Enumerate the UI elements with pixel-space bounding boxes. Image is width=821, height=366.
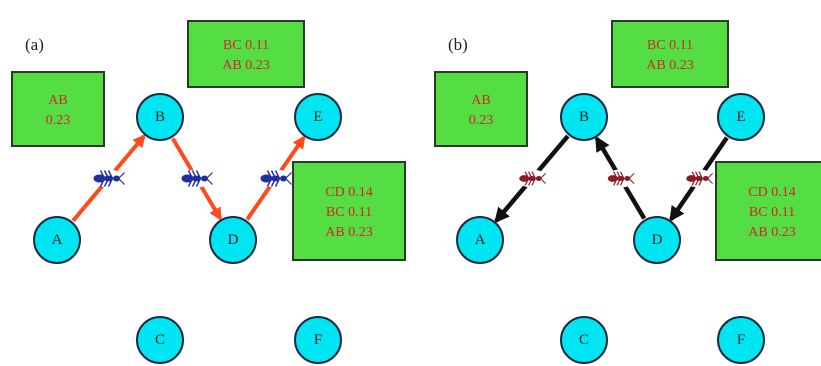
node-circle (294, 316, 342, 364)
node-label: A (52, 232, 63, 248)
routing-table-entry: AB 0.23 (222, 58, 269, 73)
node-circle (717, 93, 765, 141)
node-f: F (294, 316, 342, 364)
node-label: C (155, 332, 165, 348)
routing-table-entry: AB (48, 93, 67, 108)
edge-b-a (494, 134, 570, 224)
node-c: C (560, 316, 608, 364)
routing-table-d: CD 0.14 BC 0.11 AB 0.23 (292, 161, 406, 261)
node-label: D (228, 232, 239, 248)
routing-table-entry: AB (471, 93, 490, 108)
edge-d-b (594, 135, 647, 220)
node-label: F (314, 332, 322, 348)
node-f: F (717, 316, 765, 364)
node-circle (136, 93, 184, 141)
forward-ant-icon (260, 170, 292, 187)
routing-table-entry: BC 0.11 (749, 205, 795, 220)
node-circle (136, 316, 184, 364)
node-circle (456, 216, 504, 264)
routing-table-entry: CD 0.14 (325, 185, 372, 200)
routing-table-a: AB 0.23 (434, 71, 528, 147)
routing-table-box (715, 161, 821, 261)
node-circle (560, 316, 608, 364)
edge-a-b (71, 134, 146, 223)
node-circle (717, 316, 765, 364)
node-d: D (209, 216, 257, 264)
node-circle (209, 216, 257, 264)
routing-table-entry: 0.23 (469, 113, 494, 128)
routing-table-entry: BC 0.11 (223, 38, 269, 53)
node-circle (633, 216, 681, 264)
node-label: B (579, 109, 589, 125)
node-circle (560, 93, 608, 141)
backward-ant-icon (607, 171, 635, 186)
routing-table-a: AB 0.23 (11, 71, 105, 147)
node-label: D (652, 232, 663, 248)
routing-table-box (292, 161, 406, 261)
routing-table-entry: 0.23 (46, 113, 71, 128)
node-c: C (136, 316, 184, 364)
node-label: A (475, 232, 486, 248)
edge-e-d (669, 136, 729, 222)
node-d: D (633, 216, 681, 264)
node-e: E (717, 93, 765, 141)
routing-table-entry: AB 0.23 (325, 225, 372, 240)
forward-ant-icon (93, 170, 125, 187)
routing-table-d: CD 0.14 BC 0.11 AB 0.23 (715, 161, 821, 261)
node-a: A (456, 216, 504, 264)
routing-table-box (434, 71, 528, 147)
node-label: F (737, 332, 745, 348)
routing-table-b: BC 0.11 AB 0.23 (611, 20, 729, 88)
node-label: C (579, 332, 589, 348)
node-circle (294, 93, 342, 141)
routing-table-entry: AB 0.23 (646, 58, 693, 73)
edge-d-e (245, 135, 306, 221)
backward-ant-icon (519, 171, 546, 186)
edge-b-d (171, 137, 222, 221)
backward-ant-icon (686, 171, 713, 186)
panel-label-b: (b) (448, 35, 468, 54)
node-label: B (155, 109, 165, 125)
routing-table-box (611, 20, 729, 88)
routing-table-entry: BC 0.11 (647, 38, 693, 53)
routing-table-box (11, 71, 105, 147)
forward-ant-icon (181, 170, 213, 187)
routing-table-b: BC 0.11 AB 0.23 (187, 20, 305, 88)
node-label: E (736, 109, 745, 125)
routing-table-entry: CD 0.14 (748, 185, 795, 200)
node-circle (33, 216, 81, 264)
node-b: B (136, 93, 184, 141)
node-a: A (33, 216, 81, 264)
node-b: B (560, 93, 608, 141)
routing-table-entry: BC 0.11 (326, 205, 372, 220)
panel-label-a: (a) (25, 35, 44, 54)
routing-table-box (187, 20, 305, 88)
node-e: E (294, 93, 342, 141)
node-label: E (313, 109, 322, 125)
routing-table-entry: AB 0.23 (748, 225, 795, 240)
